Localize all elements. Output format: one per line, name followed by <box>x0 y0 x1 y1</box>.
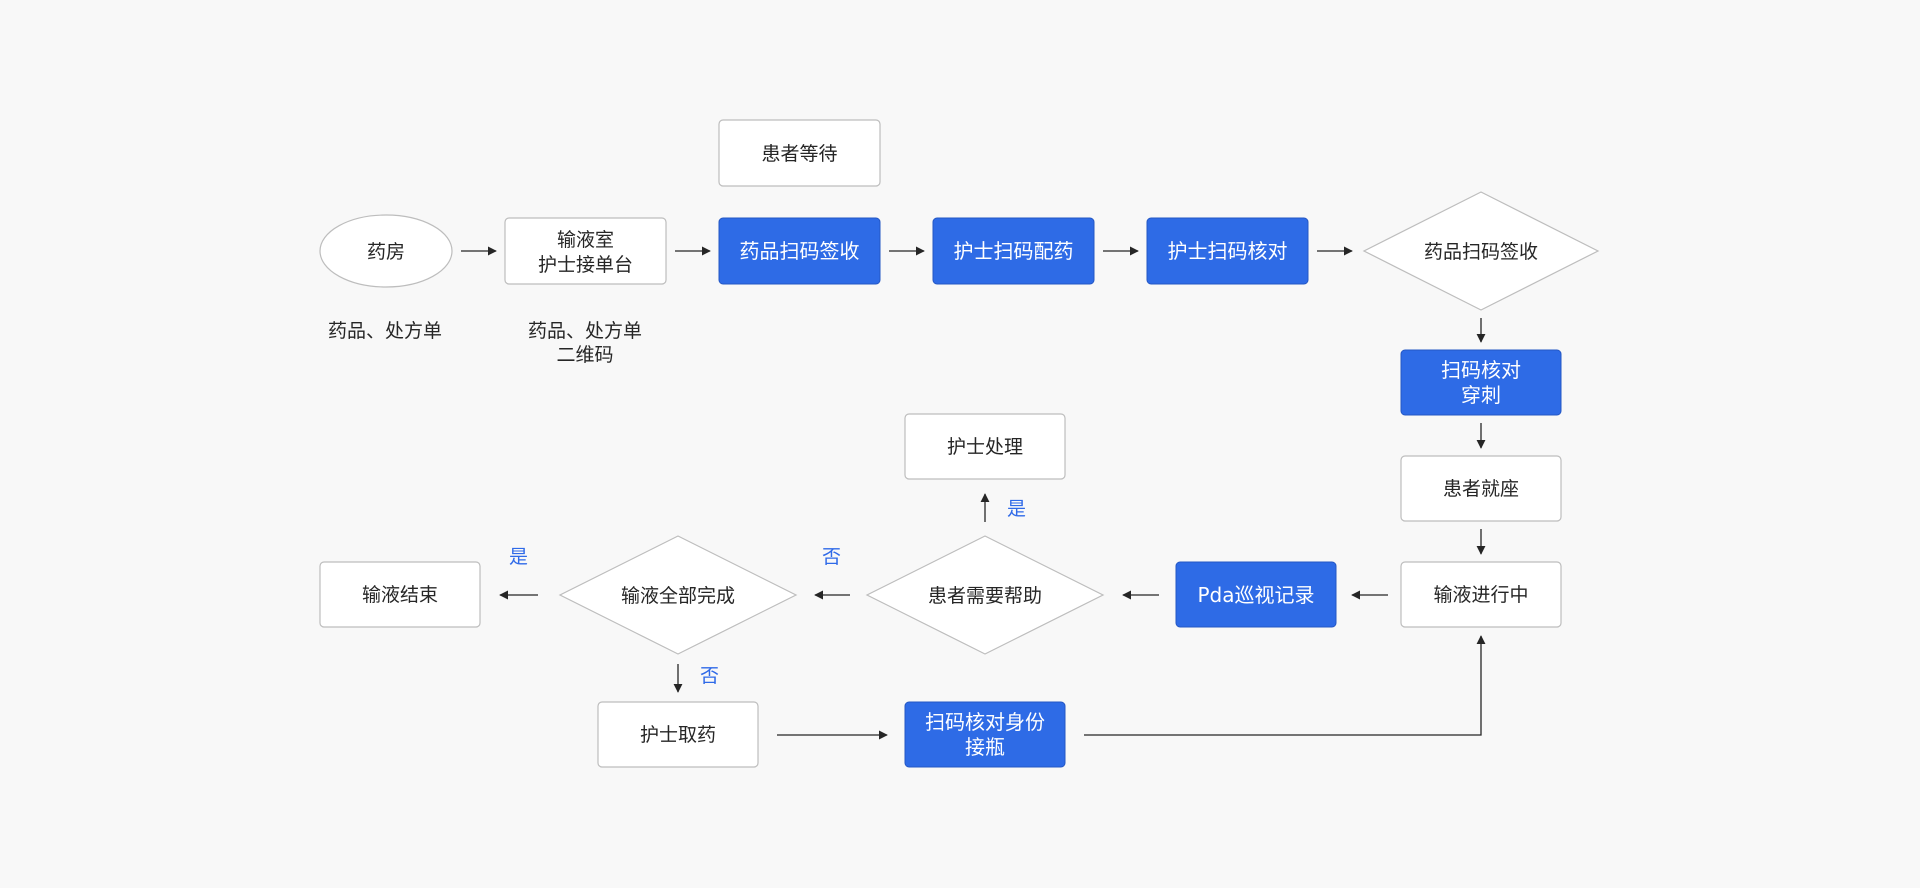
node-nurse-check-label: 护士扫码核对 <box>1168 239 1288 263</box>
note-infusion-room-line1: 药品、处方单 <box>528 320 642 342</box>
node-pda-patrol-label: Pda巡视记录 <box>1197 583 1314 607</box>
node-infusion-all-done-label: 输液全部完成 <box>621 585 735 607</box>
node-scan-puncture-line1: 扫码核对 <box>1441 358 1521 382</box>
node-patient-needs-help-label: 患者需要帮助 <box>928 585 1042 607</box>
note-pharmacy: 药品、处方单 <box>328 320 442 342</box>
label-done-no: 否 <box>700 665 719 687</box>
node-scan-receive-diamond: 药品扫码签收 <box>1362 191 1600 311</box>
node-nurse-take-medicine: 护士取药 <box>597 701 759 768</box>
node-scan-identity-bottle: 扫码核对身份 接瓶 <box>904 701 1066 768</box>
node-patient-seated-label: 患者就座 <box>1443 478 1519 500</box>
node-pharmacy: 药房 <box>319 214 453 288</box>
node-patient-needs-help: 患者需要帮助 <box>865 535 1105 655</box>
node-patient-waiting-label: 患者等待 <box>761 143 837 165</box>
node-scan-identity-bottle-line1: 扫码核对身份 <box>925 710 1045 734</box>
node-nurse-dispense-label: 护士扫码配药 <box>954 239 1074 263</box>
node-nurse-check: 护士扫码核对 <box>1146 217 1309 285</box>
node-patient-waiting: 患者等待 <box>718 119 881 187</box>
node-nurse-handle-label: 护士处理 <box>947 436 1023 458</box>
node-infusion-end: 输液结束 <box>319 561 481 628</box>
node-infusion-room-line1: 输液室 <box>557 229 614 251</box>
node-infusion-in-progress: 输液进行中 <box>1400 561 1562 628</box>
node-scan-puncture-line2: 穿刺 <box>1461 383 1501 407</box>
node-infusion-room: 输液室 护士接单台 <box>504 217 667 285</box>
node-nurse-take-medicine-label: 护士取药 <box>640 724 716 746</box>
node-patient-seated: 患者就座 <box>1400 455 1562 522</box>
node-nurse-dispense: 护士扫码配药 <box>932 217 1095 285</box>
node-scan-receive-diamond-label: 药品扫码签收 <box>1424 241 1538 263</box>
label-help-no: 否 <box>822 546 841 568</box>
node-pda-patrol: Pda巡视记录 <box>1175 561 1337 628</box>
label-help-yes: 是 <box>1007 498 1026 520</box>
node-infusion-end-label: 输液结束 <box>362 584 438 606</box>
node-infusion-all-done: 输液全部完成 <box>558 535 798 655</box>
node-infusion-room-line2: 护士接单台 <box>538 254 633 276</box>
node-scan-puncture: 扫码核对 穿刺 <box>1400 349 1562 416</box>
node-scan-receive-1: 药品扫码签收 <box>718 217 881 285</box>
node-infusion-in-progress-label: 输液进行中 <box>1433 584 1528 606</box>
note-infusion-room-line2: 二维码 <box>556 344 613 366</box>
node-scan-identity-bottle-line2: 接瓶 <box>965 735 1005 759</box>
edge-scan-back-to-progress <box>1084 635 1486 736</box>
label-done-yes: 是 <box>509 546 528 568</box>
node-pharmacy-label: 药房 <box>367 241 405 263</box>
node-scan-receive-1-label: 药品扫码签收 <box>740 239 860 263</box>
node-nurse-handle: 护士处理 <box>904 413 1066 480</box>
